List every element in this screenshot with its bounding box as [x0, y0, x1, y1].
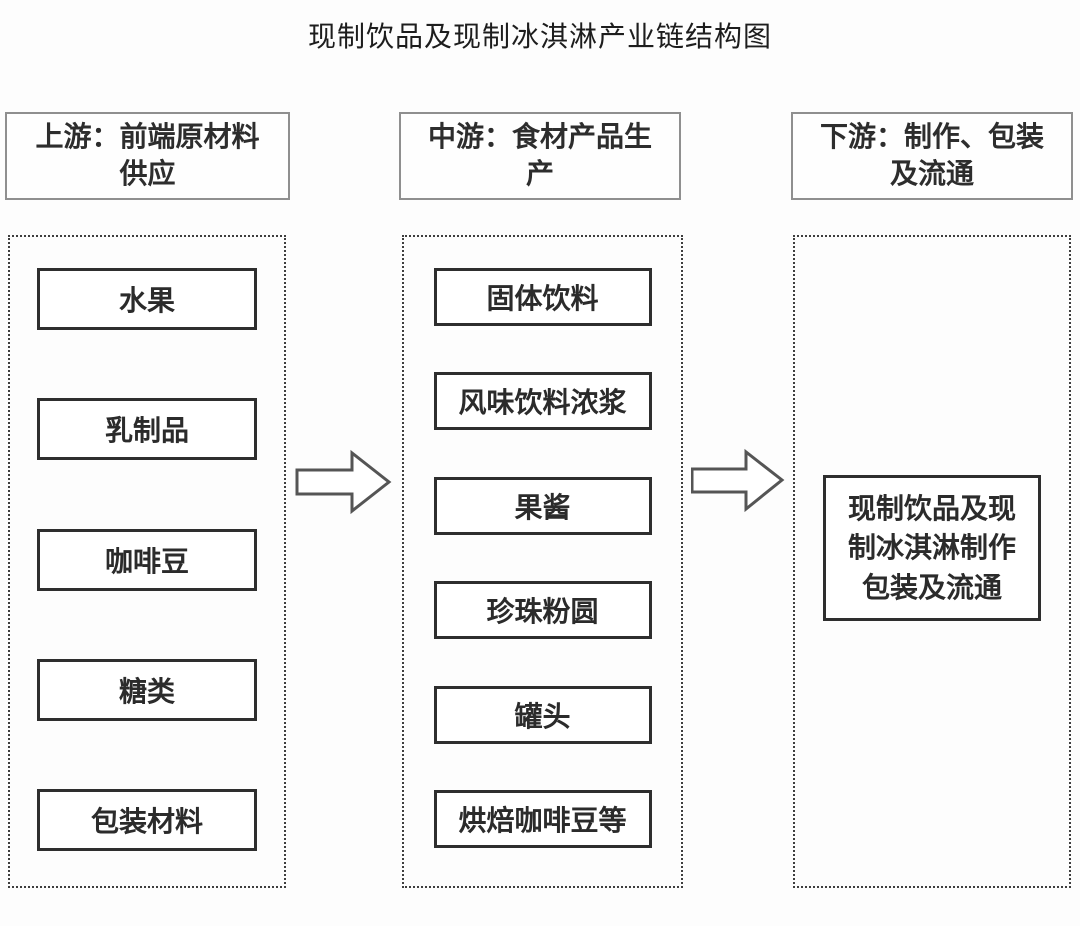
chain-item-jam: 果酱 [433, 476, 652, 535]
chain-item-fruit: 水果 [37, 268, 257, 330]
header-upstream: 上游：前端原材料 供应 [5, 112, 290, 200]
chain-item-production-packaging-circulation: 现制饮品及现 制冰淇淋制作 包装及流通 [823, 475, 1041, 621]
chain-item-solid-beverage: 固体饮料 [433, 268, 652, 326]
chain-item-tapioca-pearls: 珍珠粉圆 [433, 581, 652, 640]
chain-item-dairy: 乳制品 [37, 398, 257, 461]
downstream-items-group: 现制饮品及现 制冰淇淋制作 包装及流通 [793, 235, 1071, 888]
midstream-items-group: 固体饮料 风味饮料浓浆 果酱 珍珠粉圆 罐头 烘焙咖啡豆等 [402, 235, 683, 888]
header-midstream: 中游：食材产品生 产 [399, 112, 681, 200]
chain-item-canned-food: 罐头 [433, 685, 652, 744]
upstream-items-group: 水果 乳制品 咖啡豆 糖类 包装材料 [8, 235, 286, 888]
chain-item-roasted-coffee-beans: 烘焙咖啡豆等 [433, 789, 652, 848]
diagram-title: 现制饮品及现制冰淇淋产业链结构图 [307, 20, 772, 53]
chain-item-packaging-materials: 包装材料 [37, 789, 257, 851]
arrow-right-icon [295, 449, 392, 519]
chain-item-flavored-concentrate: 风味饮料浓浆 [433, 372, 652, 431]
arrow-right-icon [690, 448, 785, 517]
chain-item-sugars: 糖类 [37, 658, 257, 721]
chain-item-coffee-beans: 咖啡豆 [37, 528, 257, 591]
header-downstream: 下游：制作、包装 及流通 [791, 112, 1073, 200]
